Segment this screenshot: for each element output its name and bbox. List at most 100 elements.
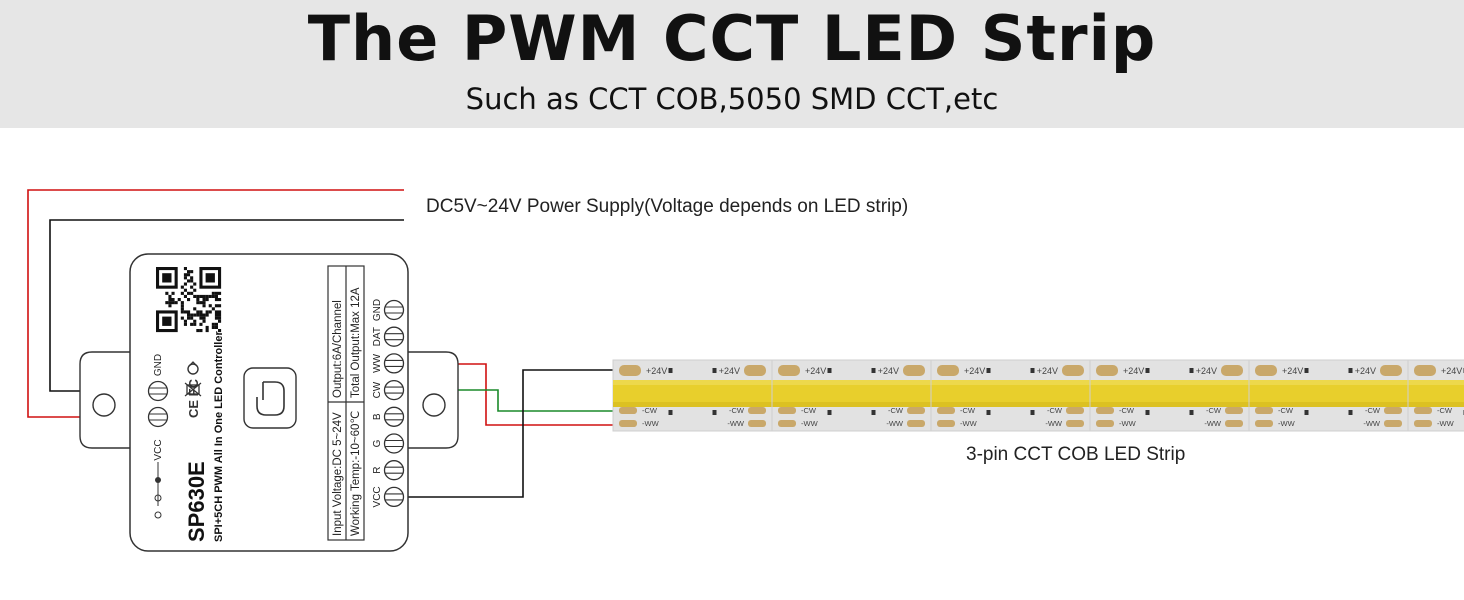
strip-pad-ww-label: -WW	[1119, 419, 1137, 428]
solder-pad-cw	[907, 407, 925, 414]
strip-pad-ww-label: -WW	[886, 419, 904, 428]
output-terminal-gnd	[383, 299, 405, 321]
solder-pad-top	[778, 365, 800, 376]
strip-pad-cw-label: -CW	[801, 406, 817, 415]
header-banner: The PWM CCT LED Strip Such as CCT COB,50…	[0, 0, 1464, 128]
output-terminal-cw	[383, 379, 405, 401]
strip-pad-ww-label: -WW	[960, 419, 978, 428]
power-terminal-label-vcc: VCC	[153, 439, 164, 460]
strip-pad-top-label: +24V	[805, 366, 826, 376]
strip-pad-ww-label: -WW	[1363, 419, 1381, 428]
wire-vcc-black	[398, 369, 613, 498]
strip-pad-top-label: +24V	[1355, 366, 1376, 376]
power-button[interactable]	[243, 367, 297, 429]
strip-pad-cw-label: -CW	[1365, 406, 1381, 415]
strip-pad-cw-label: -CW	[1206, 406, 1222, 415]
output-terminal-label-g: G	[372, 439, 383, 447]
solder-pad-cw	[778, 407, 796, 414]
solder-pad-top	[1062, 365, 1084, 376]
solder-pad-ww	[907, 420, 925, 427]
spec-working-temp: Working Temp:-10~60℃	[350, 411, 362, 536]
solder-pad-ww	[1414, 420, 1432, 427]
cob-led-strip: +24V-CW-WW+24V-CW-WW+24V-CW-WW+24V-CW-WW…	[612, 359, 1464, 432]
solder-pad-ww	[937, 420, 955, 427]
controller-right-screw-hole	[422, 393, 446, 417]
cert-marks: CE FC	[186, 378, 201, 418]
solder-pad-top	[1221, 365, 1243, 376]
strip-pad-ww-label: -WW	[727, 419, 745, 428]
strip-pad-ww-label: -WW	[1278, 419, 1296, 428]
power-supply-label: DC5V~24V Power Supply(Voltage depends on…	[426, 196, 909, 217]
solder-pad-ww	[748, 420, 766, 427]
bin-icon	[184, 382, 202, 397]
solder-pad-cw	[1414, 407, 1432, 414]
strip-segment: +24V -CW -WW +24V -CW -WW	[771, 360, 925, 431]
strip-pad-cw-label: -CW	[1278, 406, 1294, 415]
spec-output: Output:6A/Channel	[332, 300, 344, 398]
solder-pad-top	[1380, 365, 1402, 376]
strip-segment: +24V -CW -WW +24V -CW -WW	[1248, 360, 1402, 431]
output-terminal-b	[383, 406, 405, 427]
solder-pad-ww	[1066, 420, 1084, 427]
strip-pad-ww-label: -WW	[1204, 419, 1222, 428]
strip-pad-cw-label: -CW	[642, 406, 658, 415]
output-terminal-vcc	[383, 486, 405, 508]
power-terminal-gnd	[147, 380, 169, 402]
strip-pad-ww-label: -WW	[642, 419, 660, 428]
strip-pad-top-label: +24V	[1037, 366, 1058, 376]
solder-pad-cw	[1066, 407, 1084, 414]
output-terminal-label-b: B	[372, 413, 383, 420]
strip-segment: +24V -CW -WW +24V -CW -WW	[1089, 360, 1243, 431]
output-terminal-label-vcc: VCC	[372, 486, 383, 507]
controller-model: SP630E	[184, 461, 209, 542]
recycle-icon	[187, 361, 199, 375]
power-input-terminals: GND VCC	[147, 354, 169, 461]
solder-pad-ww	[1225, 420, 1243, 427]
strip-pad-cw-label: -CW	[1119, 406, 1135, 415]
strip-pad-top-label: +24V	[1196, 366, 1217, 376]
solder-pad-ww	[619, 420, 637, 427]
strip-pad-top-label: +24V	[1123, 366, 1144, 376]
solder-pad-ww	[778, 420, 796, 427]
controller-description: SPI+5CH PWM All In One LED Controller	[213, 331, 225, 542]
spec-total-output: Total Output:Max 12A	[350, 287, 362, 398]
controller-left-screw-hole	[92, 393, 116, 417]
strip-label: 3-pin CCT COB LED Strip	[966, 444, 1186, 465]
output-terminal-r	[383, 460, 405, 481]
output-terminal-dat	[383, 326, 405, 347]
page-subtitle: Such as CCT COB,5050 SMD CCT,etc	[465, 82, 999, 116]
strip-pad-cw-label: -CW	[888, 406, 904, 415]
solder-pad-ww	[1384, 420, 1402, 427]
solder-pad-ww	[1255, 420, 1273, 427]
solder-pad-cw	[1255, 407, 1273, 414]
solder-pad-top	[1414, 365, 1436, 376]
strip-pad-cw-label: -CW	[729, 406, 745, 415]
page-title: The PWM CCT LED Strip	[307, 2, 1157, 75]
power-terminal-vcc	[147, 406, 169, 428]
solder-pad-top	[903, 365, 925, 376]
solder-pad-cw	[1096, 407, 1114, 414]
solder-pad-top	[937, 365, 959, 376]
output-terminal-label-dat: DAT	[372, 327, 383, 346]
output-terminal-g	[383, 433, 405, 454]
strip-pad-ww-label: -WW	[1437, 419, 1455, 428]
strip-pad-top-label: +24V	[878, 366, 899, 376]
strip-segment: +24V-CW-WW+24V-CW-WW	[930, 360, 1084, 431]
solder-pad-cw	[1225, 407, 1243, 414]
solder-pad-cw	[937, 407, 955, 414]
output-terminal-label-r: R	[372, 467, 383, 474]
strip-segment: +24V-CW-WW+24V-CW-WW	[619, 365, 766, 428]
strip-pad-ww-label: -WW	[801, 419, 819, 428]
solder-pad-cw	[619, 407, 637, 414]
solder-pad-top	[619, 365, 641, 376]
output-terminal-label-cw: CW	[372, 381, 383, 398]
power-terminal-label-gnd: GND	[153, 354, 164, 376]
strip-pad-cw-label: -CW	[1047, 406, 1063, 415]
strip-pad-top-label: +24V	[1282, 366, 1303, 376]
strip-pad-top-label: +24V	[646, 366, 667, 376]
power-icon	[256, 381, 285, 416]
spec-input-voltage: Input Voltage:DC 5~24V	[332, 412, 344, 536]
strip-segment: +24V-CW-WW	[1407, 360, 1464, 431]
